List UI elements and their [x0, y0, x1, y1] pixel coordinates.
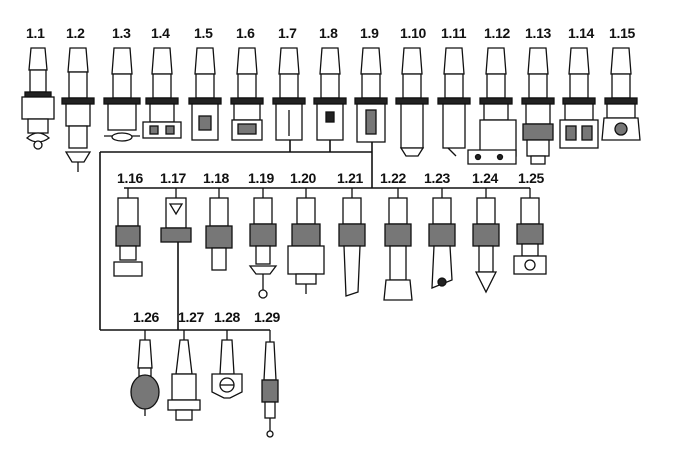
tool-1-6 — [230, 47, 264, 141]
tool-1-28 — [211, 330, 243, 399]
tool-1-3 — [103, 47, 141, 142]
label-1-26: 1.26 — [133, 309, 160, 325]
label-1-3: 1.3 — [112, 25, 131, 41]
label-1-5: 1.5 — [194, 25, 213, 41]
tool-1-15 — [601, 47, 641, 141]
label-1-23: 1.23 — [424, 170, 451, 186]
tool-1-9 — [354, 47, 388, 143]
label-1-1: 1.1 — [26, 25, 45, 41]
tool-1-26 — [130, 330, 160, 416]
tool-1-8 — [313, 47, 347, 141]
tool-1-21 — [338, 188, 366, 297]
tool-1-27 — [167, 330, 201, 421]
label-1-27: 1.27 — [178, 309, 205, 325]
tool-1-19 — [248, 188, 278, 299]
label-1-15: 1.15 — [609, 25, 636, 41]
label-1-19: 1.19 — [248, 170, 275, 186]
tool-1-10 — [395, 47, 429, 157]
tool-1-12 — [467, 47, 517, 165]
label-1-10: 1.10 — [400, 25, 427, 41]
tool-1-16 — [113, 188, 143, 277]
label-1-24: 1.24 — [472, 170, 499, 186]
label-1-22: 1.22 — [380, 170, 407, 186]
tool-1-14 — [559, 47, 599, 149]
label-1-21: 1.21 — [337, 170, 364, 186]
label-1-8: 1.8 — [319, 25, 338, 41]
label-1-17: 1.17 — [160, 170, 187, 186]
tool-1-18 — [205, 188, 233, 271]
label-1-29: 1.29 — [254, 309, 281, 325]
label-1-14: 1.14 — [568, 25, 595, 41]
tool-1-1 — [21, 47, 55, 150]
tool-1-22 — [383, 188, 413, 301]
tool-1-23 — [428, 188, 456, 289]
label-1-28: 1.28 — [214, 309, 241, 325]
label-1-4: 1.4 — [151, 25, 170, 41]
connector-lines — [99, 140, 530, 331]
label-1-6: 1.6 — [236, 25, 255, 41]
label-1-11: 1.11 — [441, 25, 467, 41]
tool-1-25 — [513, 188, 547, 275]
label-1-16: 1.16 — [117, 170, 144, 186]
tool-1-5 — [188, 47, 222, 141]
tool-1-17 — [160, 188, 192, 243]
tool-1-20 — [287, 188, 325, 294]
tool-1-11 — [437, 47, 471, 157]
label-1-9: 1.9 — [360, 25, 379, 41]
label-1-7: 1.7 — [278, 25, 297, 41]
label-1-25: 1.25 — [518, 170, 545, 186]
label-1-2: 1.2 — [66, 25, 85, 41]
label-1-18: 1.18 — [203, 170, 230, 186]
tool-1-4 — [142, 47, 182, 139]
tool-1-13 — [521, 47, 555, 165]
tool-1-2 — [61, 47, 95, 172]
label-1-13: 1.13 — [525, 25, 552, 41]
tool-1-24 — [472, 188, 500, 294]
label-1-20: 1.20 — [290, 170, 317, 186]
label-1-12: 1.12 — [484, 25, 511, 41]
tool-1-7 — [272, 47, 306, 141]
tool-1-29 — [261, 330, 279, 438]
